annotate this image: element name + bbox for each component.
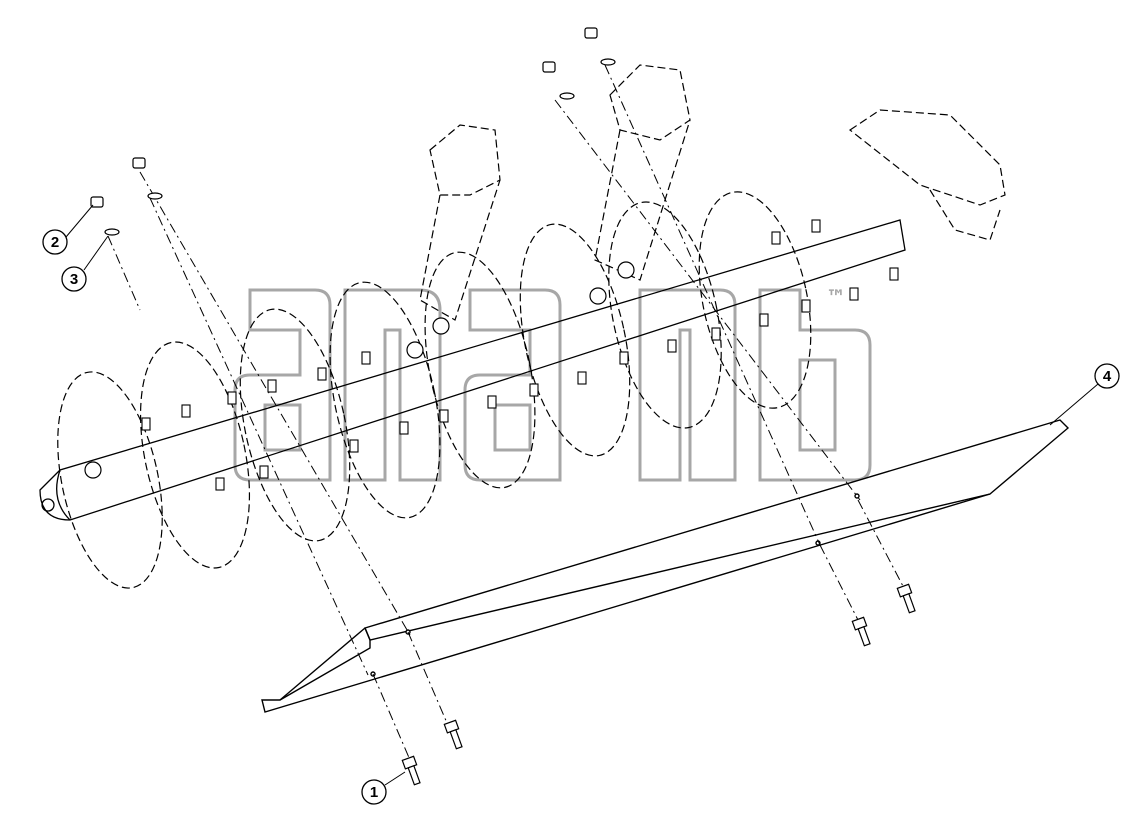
callout-2-label: 2 bbox=[51, 234, 59, 251]
callout-1: 1 bbox=[361, 771, 406, 805]
callout-3: 3 bbox=[61, 235, 109, 292]
svg-text:™: ™ bbox=[826, 285, 846, 309]
bolt-right-2 bbox=[896, 583, 916, 614]
washer-2 bbox=[147, 192, 163, 200]
callouts: 2 3 4 1 bbox=[42, 204, 1120, 805]
shaft-bolts bbox=[141, 219, 899, 491]
nut-left bbox=[90, 196, 104, 208]
callout-2: 2 bbox=[42, 204, 94, 255]
disc-hub-nuts bbox=[84, 261, 635, 479]
callout-3-label: 3 bbox=[70, 271, 78, 288]
washer-3 bbox=[559, 92, 575, 100]
shield-plate bbox=[261, 419, 1070, 713]
washer-left bbox=[104, 228, 120, 236]
nut-4 bbox=[584, 27, 598, 39]
nut-3 bbox=[542, 61, 556, 73]
nut-2 bbox=[132, 157, 146, 169]
callout-4-label: 4 bbox=[1103, 368, 1112, 385]
rotor-shaft bbox=[39, 219, 906, 521]
washer-4 bbox=[600, 58, 616, 66]
bolt-lower-2 bbox=[443, 719, 463, 750]
assembly-lines bbox=[107, 64, 906, 761]
mounting-arms bbox=[419, 64, 1006, 321]
callout-4: 4 bbox=[1049, 363, 1120, 426]
cutting-discs bbox=[57, 191, 812, 589]
watermark-logo: ™ bbox=[233, 285, 872, 482]
bolt-right-1 bbox=[851, 616, 871, 647]
bolt-lower-1 bbox=[401, 755, 421, 786]
loose-hardware bbox=[90, 27, 916, 786]
callout-1-label: 1 bbox=[370, 784, 378, 801]
